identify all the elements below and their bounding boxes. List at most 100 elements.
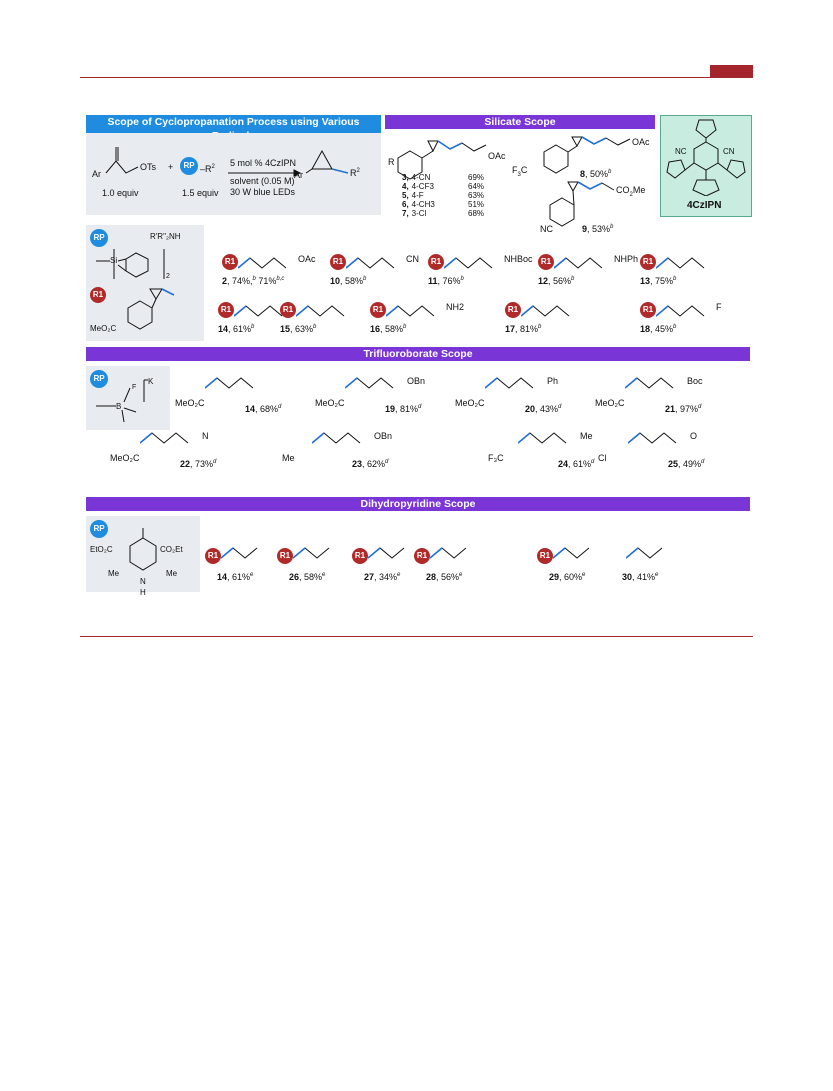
trifluoroborate-product-22-footnote: d — [213, 459, 217, 465]
trifluoroborate-product-25-chain — [628, 432, 677, 444]
dhp-me-1: Me — [108, 569, 120, 578]
page-tab-marker — [710, 65, 753, 78]
trifluoroborate-product-23-label: 23, 62%d — [352, 457, 388, 470]
silicate-product-12-footnote: b — [571, 276, 575, 282]
dihydropyridine-product-14-ring — [221, 547, 258, 559]
trifluoroborate-product-22-aryl-group: MeO₂C — [110, 453, 140, 463]
silicate-product-10-yield: , 58% — [340, 276, 364, 286]
dihydropyridine-product-29-label: 29, 60%e — [549, 570, 585, 583]
trifluoroborate-product-14-yield: , 68% — [255, 404, 279, 414]
silicate-product-17-r1-badge: R1 — [505, 302, 521, 318]
trifluoroborate-product-19-yield: , 81% — [395, 404, 419, 414]
compound-9-label: 9, 53%b — [582, 224, 614, 234]
trifluoroborate-product-14-aryl-group: MeO₂C — [175, 398, 205, 408]
dihydropyridine-product-29-number: 29 — [549, 572, 560, 582]
silicate-product-17-label: 17, 81%b — [505, 322, 541, 335]
silicate-product-13-r1-badge: R1 — [640, 254, 656, 270]
silicate-product-11-chain — [444, 257, 493, 269]
silicate-row-substituent: 4-F — [411, 191, 424, 200]
trifluoroborate-product-22-number: 22 — [180, 459, 191, 469]
trifluoroborate-product-21-chain — [625, 377, 674, 389]
product-r2: R2 — [350, 168, 360, 178]
trifluoroborate-product-24-number: 24 — [558, 459, 569, 469]
silicate-ammonium: R'R"₂NH — [150, 232, 181, 241]
silicate-product-16-yield: , 58% — [380, 324, 404, 334]
trifluoroborate-product-21-group: Boc — [687, 376, 703, 386]
silicate-product-16-chain — [386, 305, 435, 317]
silicate-product-11-group: NHBoc — [504, 254, 533, 264]
trifluoroborate-product-23-group: OBn — [374, 431, 393, 441]
r1-badge-legend: R1 — [90, 287, 106, 303]
bf3k-k: K — [148, 377, 154, 386]
silicate-product-15-label: 15, 63%b — [280, 322, 316, 335]
dihydropyridine-product-27-label: 27, 34%e — [364, 570, 400, 583]
header-trifluoroborate: Trifluoroborate Scope — [86, 347, 750, 361]
trifluoroborate-product-23-footnote: d — [385, 459, 389, 465]
rp-badge-dhp: RP — [90, 520, 108, 538]
reagent-r2: –R2 — [200, 164, 215, 174]
condition-catalyst: 5 mol % 4CzIPN — [230, 158, 297, 168]
silicate-row-yield: 68% — [468, 209, 485, 218]
trifluoroborate-product-22-label: 22, 73%d — [180, 457, 216, 470]
header-silicate: Silicate Scope — [385, 115, 655, 129]
dihydropyridine-product-26-label: 26, 58%e — [289, 570, 325, 583]
silicate-product-11-number: 11 — [428, 276, 438, 286]
dihydropyridine-product-14-r1-badge: R1 — [205, 548, 221, 564]
dihydropyridine-product-27-number: 27 — [364, 572, 375, 582]
reaction-scheme-svg — [105, 147, 349, 177]
silicate-product-18-group: F — [716, 302, 722, 312]
trifluoroborate-product-21-number: 21 — [665, 404, 676, 414]
silicate-product-13-chain — [656, 257, 705, 269]
trifluoroborate-product-19-aryl-group: MeO₂C — [315, 398, 345, 408]
silicate-product-11-r1-badge: R1 — [428, 254, 444, 270]
dihydropyridine-product-14-number: 14 — [217, 572, 228, 582]
silicate-row-substituent: 3-Cl — [411, 209, 427, 218]
plus-sign: + — [168, 162, 174, 172]
silicate-product-2-r1-badge: R1 — [222, 254, 238, 270]
silicate-row-substituent: 4-CF3 — [411, 182, 434, 191]
silicate-product-13-label: 13, 75%b — [640, 274, 676, 287]
silicate-product-18-footnote: b — [673, 324, 677, 330]
silicate-product-18-chain — [656, 305, 705, 317]
silicate-row-substituent: 4-CH3 — [411, 200, 435, 209]
dihydropyridine-product-28-r1-badge: R1 — [414, 548, 430, 564]
trifluoroborate-product-20-group: Ph — [547, 376, 559, 386]
silicate-product-14-yield: , 61% — [228, 324, 252, 334]
trifluoroborate-product-20-label: 20, 43%d — [525, 402, 561, 415]
silicate-product-10-r1-badge: R1 — [330, 254, 346, 270]
bf3k-legend-panel: RP B K F — [86, 366, 170, 430]
silicate-product-16-number: 16 — [370, 324, 381, 334]
dihydropyridine-product-26-number: 26 — [289, 572, 300, 582]
trifluoroborate-product-21-label: 21, 97%d — [665, 402, 701, 415]
dihydropyridine-product-14-label: 14, 61%e — [217, 570, 253, 583]
silicate-row-number: 5, — [402, 191, 409, 200]
silicate-product-16-r1-badge: R1 — [370, 302, 386, 318]
dihydropyridine-product-29-footnote: e — [582, 572, 586, 578]
silicate-product-12-label: 12, 56%b — [538, 274, 574, 287]
trifluoroborate-product-20-aryl-group: MeO₂C — [455, 398, 485, 408]
silicate-product-10-group: CN — [406, 254, 419, 264]
trifluoroborate-product-22-yield: , 73% — [190, 459, 214, 469]
trifluoroborate-product-21-aryl-group: MeO₂C — [595, 398, 625, 408]
catalyst-4czipn-box: NC CN 4CzIPN — [660, 115, 752, 217]
silicate-row-number: 4, — [402, 182, 409, 191]
silicate-product-2-yield-2: 71% — [255, 276, 277, 286]
dihydropyridine-product-27-ring — [368, 547, 405, 559]
header-dihydropyridine: Dihydropyridine Scope — [86, 497, 750, 511]
trifluoroborate-product-24-chain — [518, 432, 567, 444]
trifluoroborate-product-23-aryl-group: Me — [282, 453, 295, 463]
trifluoroborate-product-24-aryl-group: F₃C — [488, 453, 504, 463]
silicate-product-14-footnote: b — [251, 324, 255, 330]
silicate-product-17-footnote: b — [538, 324, 542, 330]
condition-solvent: solvent (0.05 M) — [230, 176, 295, 186]
silicate-product-12-r1-badge: R1 — [538, 254, 554, 270]
dihydropyridine-product-29-ring — [553, 547, 590, 559]
trifluoroborate-product-24-label: 24, 61%d — [558, 457, 594, 470]
silicate-product-2-footnote-2: b,c — [276, 276, 285, 282]
silicate-row-yield: 63% — [468, 191, 485, 200]
dihydropyridine-product-30-ring — [626, 547, 663, 559]
trifluoroborate-product-22-chain — [140, 432, 189, 444]
catalyst-structure — [666, 119, 746, 196]
